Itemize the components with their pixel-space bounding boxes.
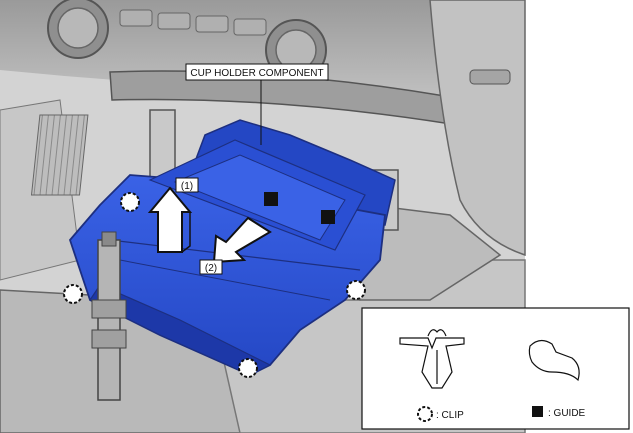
- step2-arrow-pull: [212, 216, 272, 264]
- component-callout-label: CUP HOLDER COMPONENT: [190, 68, 323, 79]
- guide-marker: [321, 210, 335, 224]
- step2-label: (2): [205, 263, 217, 274]
- gear-shifter: [91, 231, 127, 401]
- legend-inset: : CLIP : GUIDE: [361, 307, 630, 430]
- clip-marker: [120, 192, 140, 212]
- guide-markers: [264, 192, 335, 224]
- clip-markers: [63, 192, 366, 378]
- guide-illustration: [528, 339, 580, 382]
- component-callout: CUP HOLDER COMPONENT: [185, 63, 329, 145]
- clip-legend-icon: [417, 406, 433, 422]
- climate-button-panel: [119, 9, 267, 36]
- clip-marker: [63, 284, 83, 304]
- step1-arrow-lift: [147, 186, 193, 253]
- clip-marker: [238, 358, 258, 378]
- guide-legend-label: : GUIDE: [548, 408, 586, 419]
- guide-legend-icon: [532, 406, 543, 417]
- step1-label-box: (1): [175, 177, 199, 193]
- clip-marker: [346, 280, 366, 300]
- step2-label-box: (2): [199, 259, 223, 275]
- climate-knob-left: [47, 0, 109, 59]
- clip-legend-label: : CLIP: [436, 410, 464, 421]
- step1-label: (1): [181, 181, 193, 192]
- clip-illustration: [399, 329, 465, 389]
- guide-marker: [264, 192, 278, 206]
